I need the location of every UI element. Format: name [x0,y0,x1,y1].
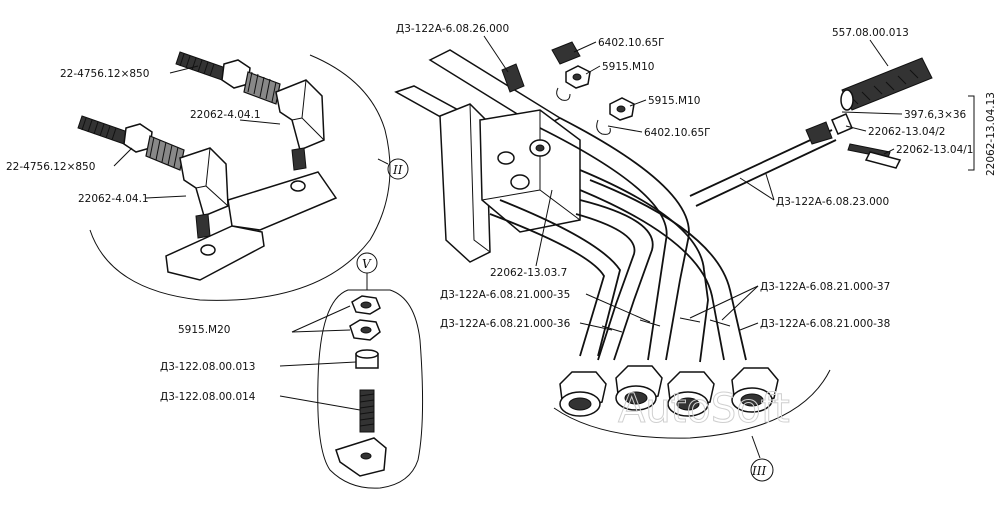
label-pipe-21-35: Д3-122А-6.08.21.000-35 [440,289,570,301]
label-part-22062-13-04-2: 22062-13.04/2 [868,126,945,138]
label-part-d3-122-013: Д3-122.08.00.013 [160,361,256,373]
callout-ii-text: II [392,163,403,177]
label-part-22062-13-04-1: 22062-13.04/1 [896,144,973,156]
label-bolt-22-4756-bottom: 22-4756.12×850 [6,161,95,173]
nut-fitting-4 [731,367,779,413]
label-pipe-23-000: Д3-122А-6.08.23.000 [776,196,889,208]
nut-fitting-2 [615,365,663,411]
watermark: AutoSoft [618,386,790,432]
bolt-bottom-group [77,115,229,239]
callout-ii-circle [387,158,409,180]
label-part-d3-122-014: Д3-122.08.00.014 [160,391,256,403]
callout-iii-circle [750,458,774,482]
group-bracket [968,95,975,171]
label-fitting-22062-bottom: 22062-4.04.1 [78,193,149,205]
nut-fitting-1 [559,371,607,417]
label-part-22062-13-03-7: 22062-13.03.7 [490,267,567,279]
nut-fitting-3 [667,371,715,417]
label-washer-6402-bottom: 6402.10.65Г [644,127,711,139]
nut-fittings [559,365,779,417]
label-pipe-26-000: Д3-122А-6.08.26.000 [396,23,509,35]
detail-iii-arc [553,369,831,439]
callout-v-text: V [362,257,372,271]
detail-v-parts [335,295,387,477]
label-pipe-21-38: Д3-122А-6.08.21.000-38 [760,318,890,330]
label-nut-5915-m10-bottom: 5915.M10 [648,95,700,107]
label-bolt-22-4756-top: 22-4756.12×850 [60,68,149,80]
label-part-557: 557.08.00.013 [832,27,909,39]
label-pipe-21-36: Д3-122А-6.08.21.000-36 [440,318,571,330]
label-nut-5915-m10-top: 5915.M10 [602,61,654,73]
label-fitting-22062-top: 22062-4.04.1 [190,109,261,121]
main-bracket [394,49,581,263]
small-nuts-washers [551,41,635,135]
base-plates [165,171,338,281]
label-part-397: 397.6,3×36 [904,109,967,121]
pipe-bundle [489,117,747,363]
callout-iii-text: III [751,464,766,478]
detail-v-outline [317,289,424,489]
detail-ii-outline [89,54,391,301]
label-nut-5915-m20: 5915.M20 [178,324,230,336]
label-group-22062-13-04-13: 22062-13.04.13 [985,92,997,176]
bolt-top-group [175,51,325,171]
label-washer-6402-top: 6402.10.65Г [598,37,665,49]
label-pipe-21-37: Д3-122А-6.08.21.000-37 [760,281,890,293]
rod-with-handle [689,57,933,207]
